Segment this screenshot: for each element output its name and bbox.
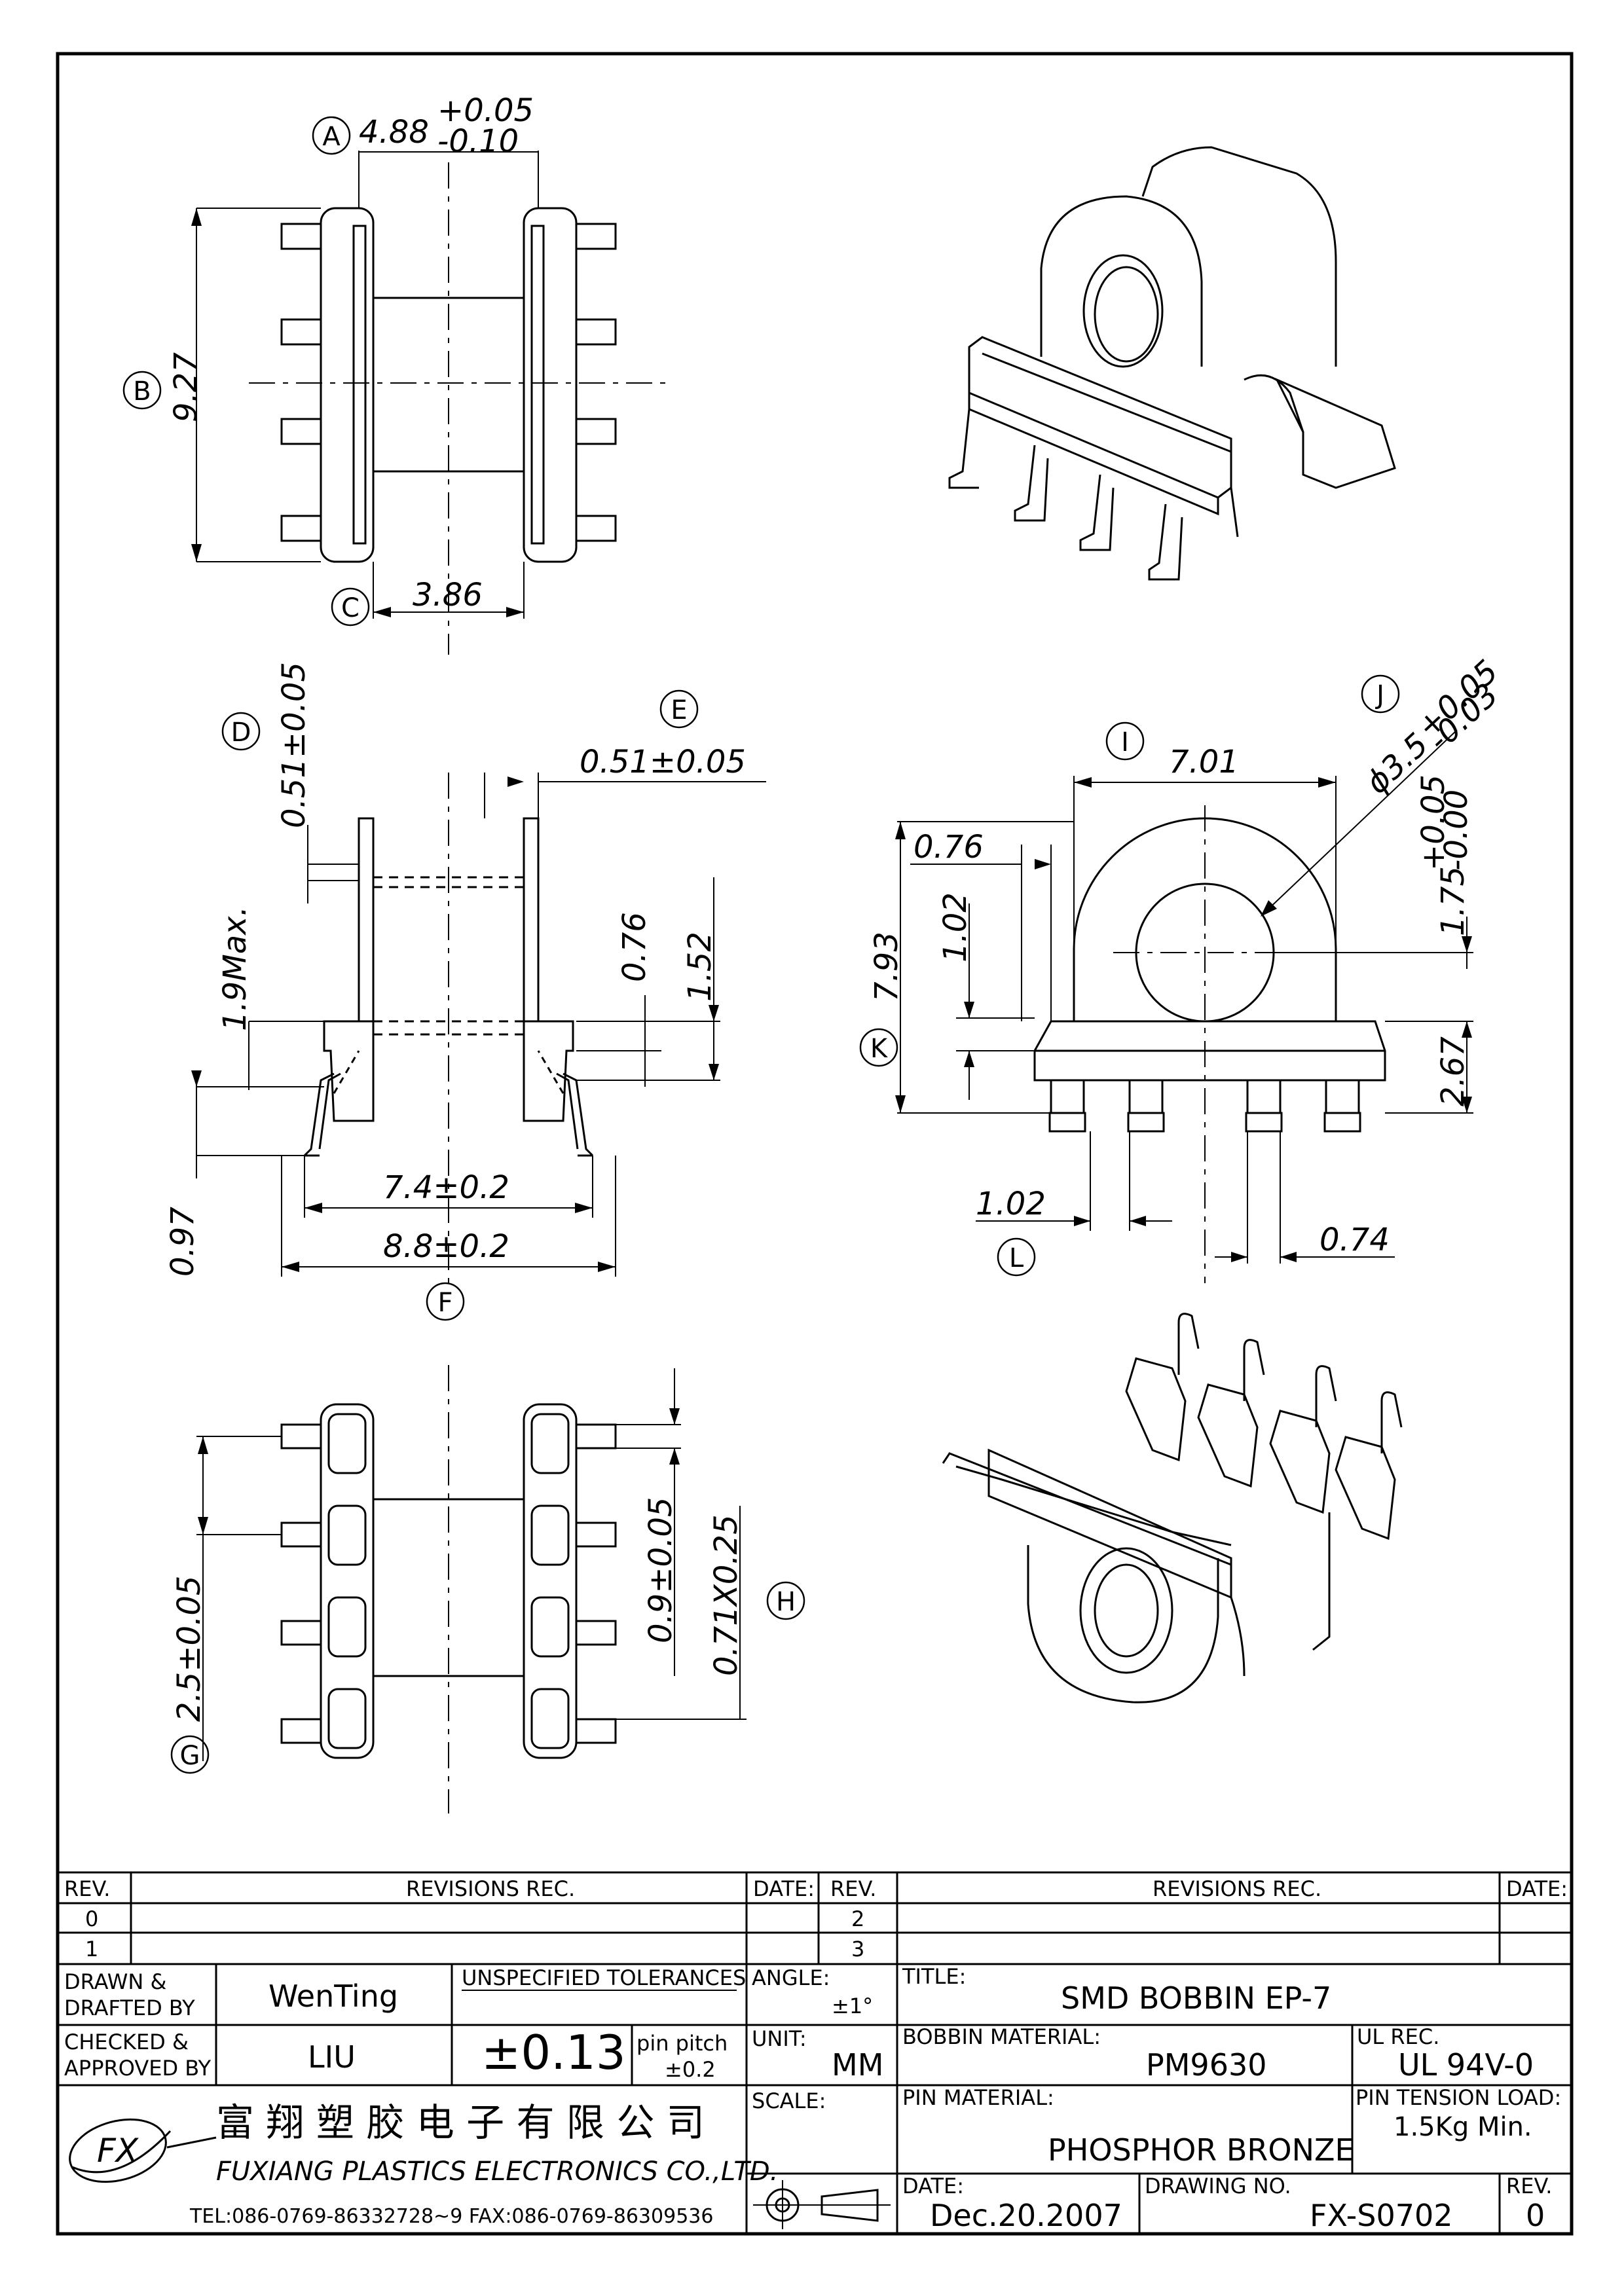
label-k: K <box>870 1034 889 1064</box>
title-block-lines <box>58 1871 1572 2234</box>
logo-text: FX <box>97 2132 139 2170</box>
label-l: L <box>1009 1243 1024 1273</box>
dim-8-8: 8.8±0.2 <box>383 1228 509 1265</box>
date-value: Dec.20.2007 <box>930 2198 1122 2233</box>
drawn-label-1: DRAWN & <box>64 1969 166 1994</box>
unit-value: MM <box>832 2047 883 2083</box>
dim-0-76-side: 0.76 <box>616 912 653 982</box>
company-cn: 富 翔 塑 胶 电 子 有 限 公 司 <box>216 2100 705 2145</box>
dim-1-52: 1.52 <box>682 932 718 1002</box>
label-h: H <box>776 1587 796 1617</box>
contact-line: TEL:086-0769-86332728~9 FAX:086-0769-863… <box>189 2205 713 2228</box>
label-f: F <box>437 1288 452 1318</box>
dim-1-75-main: 1.75 <box>1435 866 1471 936</box>
rev-row-0: 0 <box>85 1906 98 1931</box>
tension-value: 1.5Kg Min. <box>1393 2112 1532 2142</box>
dim-d: 0.51±0.05 <box>276 662 312 828</box>
dim-1-02-bottom: 1.02 <box>976 1186 1046 1222</box>
title-value: SMD BOBBIN EP-7 <box>1061 1980 1331 2016</box>
drawn-label-2: DRAFTED BY <box>64 1995 195 2020</box>
angle-label: ANGLE: <box>752 1965 830 1990</box>
dim-2-67: 2.67 <box>1435 1036 1471 1106</box>
label-b: B <box>133 376 151 407</box>
dim-b: 9.27 <box>168 352 204 422</box>
pin-pitch-value: ±0.2 <box>665 2057 716 2082</box>
dim-0-97: 0.97 <box>164 1207 201 1277</box>
rev-row-2: 2 <box>851 1906 864 1931</box>
rev-value: 0 <box>1526 2198 1545 2233</box>
dim-max: 1.9Max. <box>217 906 253 1031</box>
dim-0-71: 0.71X0.25 <box>708 1514 745 1676</box>
dim-7-4: 7.4±0.2 <box>383 1169 509 1206</box>
company-en: FUXIANG PLASTICS ELECTRONICS CO.,LTD. <box>216 2157 778 2187</box>
rev-header-left: REV. <box>64 1876 110 1901</box>
fx-logo <box>69 2118 217 2183</box>
dim-7-93: 7.93 <box>868 932 905 1002</box>
dim-0-74: 0.74 <box>1320 1222 1390 1258</box>
label-e: E <box>671 695 687 725</box>
dim-a-main: 4.88 <box>359 114 429 151</box>
bottom-view <box>170 1365 805 1813</box>
rec-header-right: REVISIONS REC. <box>1153 1876 1321 1901</box>
label-a: A <box>322 122 341 152</box>
pin-material-value: PHOSPHOR BRONZE <box>1048 2132 1354 2168</box>
tolerance-label: UNSPECIFIED TOLERANCES <box>462 1965 746 1990</box>
label-g: G <box>180 1741 200 1771</box>
drawn-value: WenTing <box>268 1978 398 2014</box>
isometric-top-view <box>948 146 1396 581</box>
label-c: C <box>341 593 360 623</box>
drawing-no-value: FX-S0702 <box>1310 2198 1453 2233</box>
tolerance-value: ±0.13 <box>481 2025 626 2080</box>
checked-label-1: CHECKED & <box>64 2030 189 2054</box>
angle-value: ±1° <box>832 1994 873 2018</box>
bobbin-value: PM9630 <box>1146 2047 1267 2083</box>
dim-0-9: 0.9±0.05 <box>642 1497 679 1643</box>
drawing-no-label: DRAWING NO. <box>1145 2174 1291 2198</box>
pin-pitch-label: pin pitch <box>637 2031 728 2056</box>
dim-1-02-front: 1.02 <box>937 892 974 962</box>
label-i: I <box>1121 727 1129 757</box>
scale-label: SCALE: <box>752 2088 826 2113</box>
rec-header-left: REVISIONS REC. <box>406 1876 575 1901</box>
dim-0-76-front: 0.76 <box>913 829 984 866</box>
top-view <box>122 116 668 655</box>
dim-1-75-plus: +0.05 <box>1415 774 1452 871</box>
label-d: D <box>231 718 251 748</box>
isometric-bottom-view <box>942 1313 1403 1704</box>
rev-row-3: 3 <box>851 1937 864 1961</box>
date-label: DATE: <box>902 2174 964 2198</box>
rev-label: REV. <box>1506 2174 1552 2198</box>
date-header-right: DATE: <box>1506 1876 1568 1901</box>
label-j: J <box>1375 680 1384 710</box>
checked-value: LIU <box>308 2039 356 2075</box>
pin-material-label: PIN MATERIAL: <box>902 2085 1054 2110</box>
dim-1-75-minus: -0.00 <box>1438 790 1475 871</box>
rev-row-1: 1 <box>85 1937 98 1961</box>
unit-label: UNIT: <box>752 2026 807 2051</box>
dim-2-5: 2.5±0.05 <box>171 1576 208 1722</box>
ul-value: UL 94V-0 <box>1398 2047 1534 2083</box>
side-view <box>191 689 766 1321</box>
front-view <box>859 674 1473 1283</box>
dim-c: 3.86 <box>413 577 483 613</box>
dim-a-plus: +0.05 <box>437 92 534 129</box>
title-label: TITLE: <box>902 1964 966 1989</box>
ul-label: UL REC. <box>1357 2024 1439 2049</box>
rev-header-right: REV. <box>830 1876 876 1901</box>
dim-i: 7.01 <box>1169 744 1239 780</box>
checked-label-2: APPROVED BY <box>64 2056 211 2081</box>
dim-a-minus: -0.10 <box>437 123 519 160</box>
dim-e: 0.51±0.05 <box>580 744 746 780</box>
sheet-border <box>56 52 1574 2236</box>
date-header-left: DATE: <box>753 1876 815 1901</box>
tension-label: PIN TENSION LOAD: <box>1356 2085 1561 2110</box>
bobbin-label: BOBBIN MATERIAL: <box>902 2024 1101 2049</box>
